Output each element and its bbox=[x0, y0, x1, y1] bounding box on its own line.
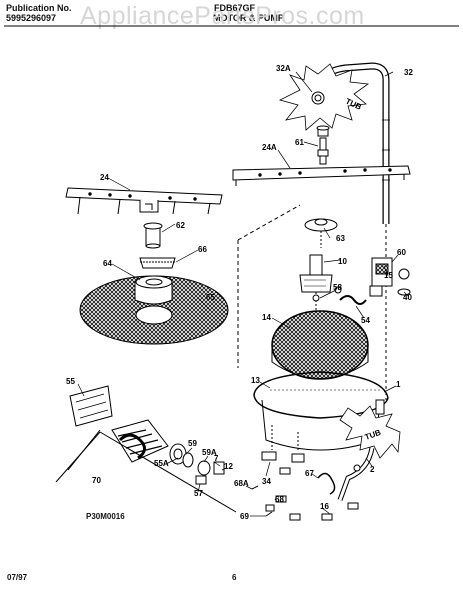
pump-base-14 bbox=[271, 310, 369, 380]
callout-55a: 55A bbox=[154, 459, 169, 468]
callout-68a: 68A bbox=[234, 479, 249, 488]
section-title: MOTOR & PUMP bbox=[213, 13, 284, 23]
motor-assembly bbox=[67, 385, 225, 485]
callout-40: 40 bbox=[403, 293, 412, 302]
callout-24: 24 bbox=[100, 173, 109, 182]
group-bracket-70 bbox=[99, 431, 237, 513]
callout-7: 7 bbox=[214, 454, 219, 463]
leader-lines bbox=[77, 71, 409, 517]
callout-34: 34 bbox=[262, 477, 271, 486]
callout-63: 63 bbox=[336, 234, 345, 243]
spray-arm-nut bbox=[304, 218, 338, 248]
callout-68: 68 bbox=[275, 495, 284, 504]
publication-label: Publication No. bbox=[6, 3, 72, 13]
watermark: AppliancePartsPros.com bbox=[80, 2, 365, 30]
callout-54: 54 bbox=[361, 316, 370, 325]
footer-date: 07/97 bbox=[7, 573, 28, 582]
callout-58: 58 bbox=[333, 283, 342, 292]
callout-70: 70 bbox=[92, 476, 101, 485]
callout-13: 13 bbox=[251, 376, 260, 385]
lower-spray-arm bbox=[65, 187, 223, 215]
model-number: FDB67GF bbox=[214, 3, 256, 13]
guide-line-top bbox=[237, 204, 301, 241]
callout-10: 10 bbox=[338, 257, 347, 266]
hose-54 bbox=[334, 286, 367, 305]
callout-69: 69 bbox=[240, 512, 249, 521]
callout-labels: 32 32A 61 24A 24 62 63 66 64 65 60 15 10… bbox=[66, 64, 413, 521]
upper-spray-arm bbox=[232, 125, 411, 186]
callout-65: 65 bbox=[206, 293, 215, 302]
diagram-code: P30M0016 bbox=[86, 512, 125, 521]
callout-32a: 32A bbox=[276, 64, 291, 73]
callout-59: 59 bbox=[188, 439, 197, 448]
callout-2: 2 bbox=[370, 465, 375, 474]
callout-16: 16 bbox=[320, 502, 329, 511]
heater-element-2 bbox=[337, 399, 385, 501]
callout-32: 32 bbox=[404, 68, 413, 77]
callout-12: 12 bbox=[224, 462, 233, 471]
callout-60: 60 bbox=[397, 248, 406, 257]
callout-67: 67 bbox=[305, 469, 314, 478]
tube-elbow-32a bbox=[311, 91, 325, 105]
callout-61: 61 bbox=[295, 138, 304, 147]
callout-24a: 24A bbox=[262, 143, 277, 152]
tub-starburst-bottom: TUB bbox=[339, 405, 401, 459]
inlet-valve bbox=[369, 257, 411, 297]
callout-64: 64 bbox=[103, 259, 112, 268]
callout-57: 57 bbox=[194, 489, 203, 498]
callout-66: 66 bbox=[198, 245, 207, 254]
bottom-hardware bbox=[251, 425, 361, 521]
callout-62: 62 bbox=[176, 221, 185, 230]
callout-15: 15 bbox=[384, 271, 393, 280]
publication-number: 5995296097 bbox=[6, 13, 57, 23]
wash-arm-support bbox=[139, 222, 176, 269]
page-number: 6 bbox=[232, 573, 237, 582]
callout-1: 1 bbox=[396, 380, 401, 389]
filter-screen-65 bbox=[79, 275, 229, 345]
callout-14: 14 bbox=[262, 313, 271, 322]
callout-59a: 59A bbox=[202, 448, 217, 457]
pump-tower bbox=[299, 254, 333, 315]
callout-55: 55 bbox=[66, 377, 75, 386]
